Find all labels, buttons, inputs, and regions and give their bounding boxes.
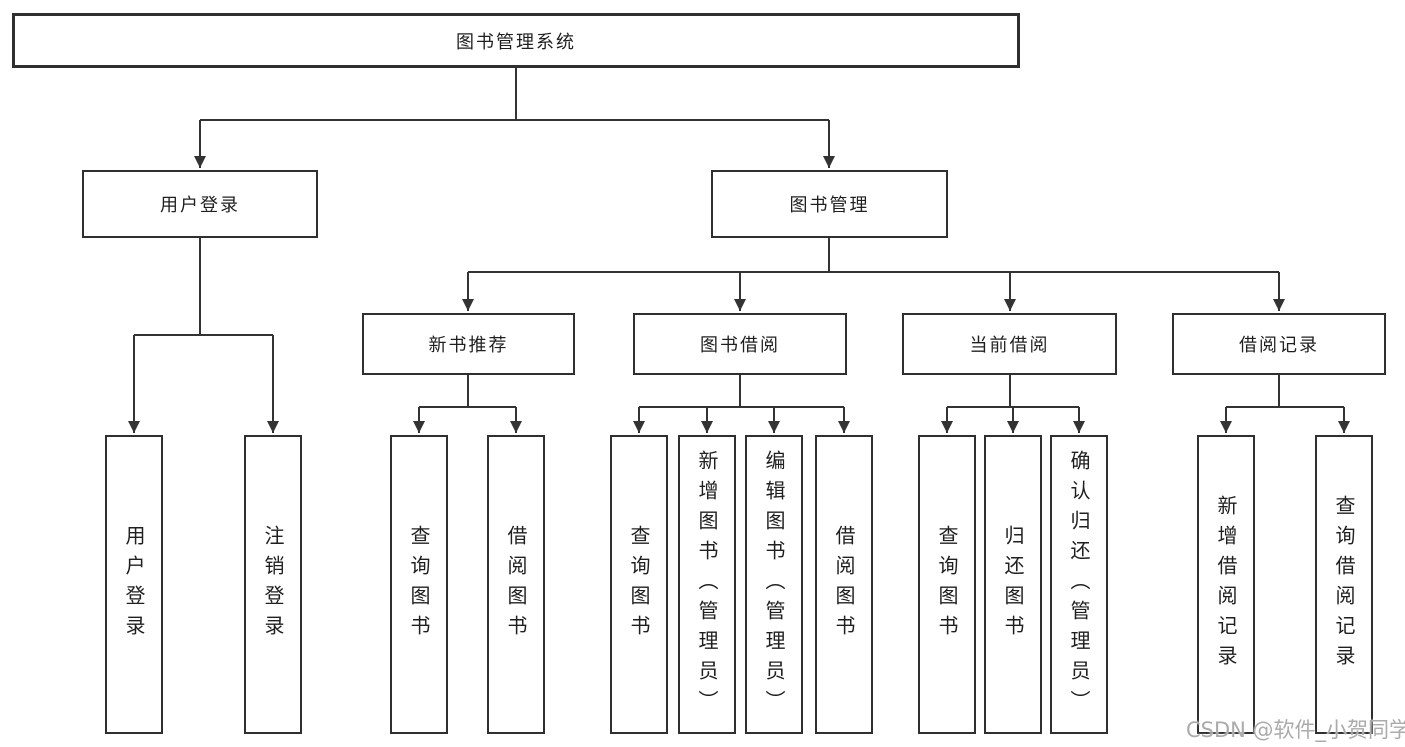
node-label: 新书推荐 [428, 335, 509, 356]
node-book-borrow: 图书借阅 [633, 313, 847, 375]
leaf-return-books: 归还图书 [984, 435, 1042, 734]
leaf-label: 查询图书 [935, 524, 959, 645]
leaf-confirm-return-admin: 确认归还（管理员） [1050, 435, 1108, 734]
node-label: 图书管理 [789, 195, 870, 216]
node-library-management-system: 图书管理系统 [12, 13, 1020, 68]
leaf-label: 用户登录 [122, 524, 146, 645]
leaf-label: 新增图书（管理员） [695, 449, 719, 720]
leaf-query-books-current: 查询图书 [918, 435, 976, 734]
node-borrow-records: 借阅记录 [1172, 313, 1386, 375]
leaf-label: 注销登录 [261, 524, 285, 645]
leaf-logout: 注销登录 [244, 435, 302, 734]
leaf-user-login: 用户登录 [105, 435, 163, 734]
leaf-borrow-books-recommend: 借阅图书 [487, 435, 545, 734]
node-label: 图书管理系统 [456, 31, 576, 53]
node-new-book-recommend: 新书推荐 [362, 313, 575, 375]
node-label: 当前借阅 [969, 335, 1050, 356]
leaf-label: 查询借阅记录 [1332, 494, 1356, 675]
node-label: 用户登录 [160, 195, 240, 216]
leaf-label: 编辑图书（管理员） [762, 449, 786, 720]
csdn-watermark: CSDN @软件_小贺同学 [1186, 718, 1405, 742]
leaf-query-books-borrow: 查询图书 [610, 435, 668, 734]
leaf-label: 归还图书 [1001, 524, 1025, 645]
leaf-add-borrow-record: 新增借阅记录 [1197, 435, 1255, 734]
leaf-query-borrow-record: 查询借阅记录 [1315, 435, 1373, 734]
leaf-label: 查询图书 [407, 524, 431, 645]
leaf-add-books-admin: 新增图书（管理员） [678, 435, 736, 734]
leaf-borrow-books: 借阅图书 [815, 435, 873, 734]
node-label: 借阅记录 [1239, 335, 1319, 356]
leaf-label: 新增借阅记录 [1214, 494, 1238, 675]
node-current-borrow: 当前借阅 [902, 313, 1117, 375]
node-book-management: 图书管理 [711, 170, 948, 238]
leaf-label: 借阅图书 [832, 524, 856, 645]
node-user-login: 用户登录 [82, 170, 318, 238]
leaf-edit-books-admin: 编辑图书（管理员） [745, 435, 803, 734]
leaf-label: 查询图书 [627, 524, 651, 645]
leaf-label: 确认归还（管理员） [1067, 449, 1091, 720]
node-label: 图书借阅 [700, 335, 780, 356]
leaf-label: 借阅图书 [504, 524, 528, 645]
leaf-query-books-recommend: 查询图书 [390, 435, 448, 734]
